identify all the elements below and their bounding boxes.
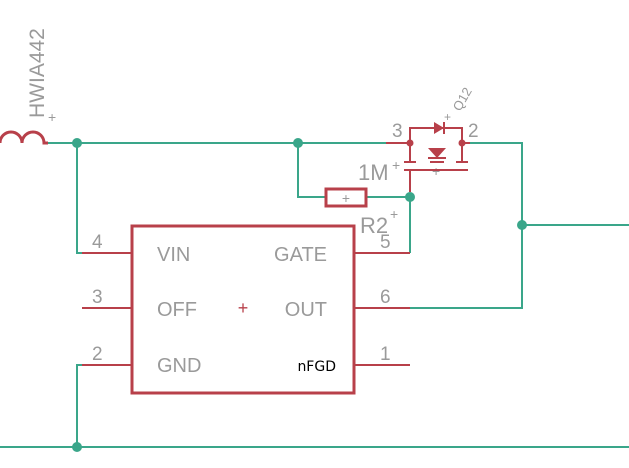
junction-dot <box>72 442 82 452</box>
inductor-coil <box>0 130 48 145</box>
mosfet-pin-dot-left <box>406 139 414 147</box>
ic-pin-label-out: OUT <box>285 299 327 321</box>
ic-pin-label-off: OFF <box>157 299 197 321</box>
ic-pin-number: 2 <box>92 344 103 365</box>
ic-center-plus: + <box>238 298 249 318</box>
ic-pin-number: 5 <box>380 232 391 253</box>
ic-pin-number: 4 <box>92 232 103 253</box>
ic-body <box>130 224 356 395</box>
mosfet-plus: + <box>444 110 451 124</box>
resistor-name: R2 <box>360 213 388 238</box>
ic-pin-label-gate: GATE <box>274 244 327 266</box>
mosfet-body-diode <box>428 148 446 158</box>
mosfet-pin-dot-right <box>458 139 466 147</box>
inductor-symbol[interactable]: + HWIA442 <box>0 28 56 145</box>
resistor-r2[interactable]: + 1M R2 + + <box>324 157 400 238</box>
junction-dot <box>405 192 415 202</box>
resistor-plus-3: + <box>390 206 398 222</box>
mosfet-name: Q12 <box>450 85 475 114</box>
mosfet-diode-top <box>434 122 444 134</box>
mosfet-pin-left: 3 <box>392 121 403 142</box>
junction-dot <box>293 138 303 148</box>
ic-pin-label-gnd: GND <box>157 355 201 377</box>
net-vin-drop[interactable] <box>76 143 82 254</box>
mosfet-pin-right: 2 <box>468 121 479 142</box>
net-resistor-left[interactable] <box>297 143 326 198</box>
net-out-rail[interactable] <box>410 142 523 309</box>
resistor-plus: + <box>342 190 350 206</box>
inductor-plus: + <box>48 109 56 125</box>
resistor-value: 1M <box>358 160 389 185</box>
ic-pin-label-nfgd: nFGD <box>297 359 336 375</box>
resistor-body <box>324 187 368 208</box>
junction-dot <box>517 220 527 230</box>
junction-dot <box>72 138 82 148</box>
ic-pin-number: 3 <box>92 287 103 308</box>
junctions <box>72 138 527 452</box>
ic-chip[interactable]: + 4 3 2 5 6 1 VIN OFF GND GATE OUT nFGD <box>82 224 410 395</box>
net-gnd[interactable] <box>76 364 82 447</box>
ic-pin-number: 6 <box>380 287 391 308</box>
mosfet-q12[interactable]: 3 2 Q12 + + <box>386 85 479 192</box>
ic-pin-number: 1 <box>380 344 391 365</box>
resistor-plus-2: + <box>392 157 400 173</box>
inductor-name: HWIA442 <box>26 28 49 118</box>
ic-pin-label-vin: VIN <box>157 244 190 266</box>
